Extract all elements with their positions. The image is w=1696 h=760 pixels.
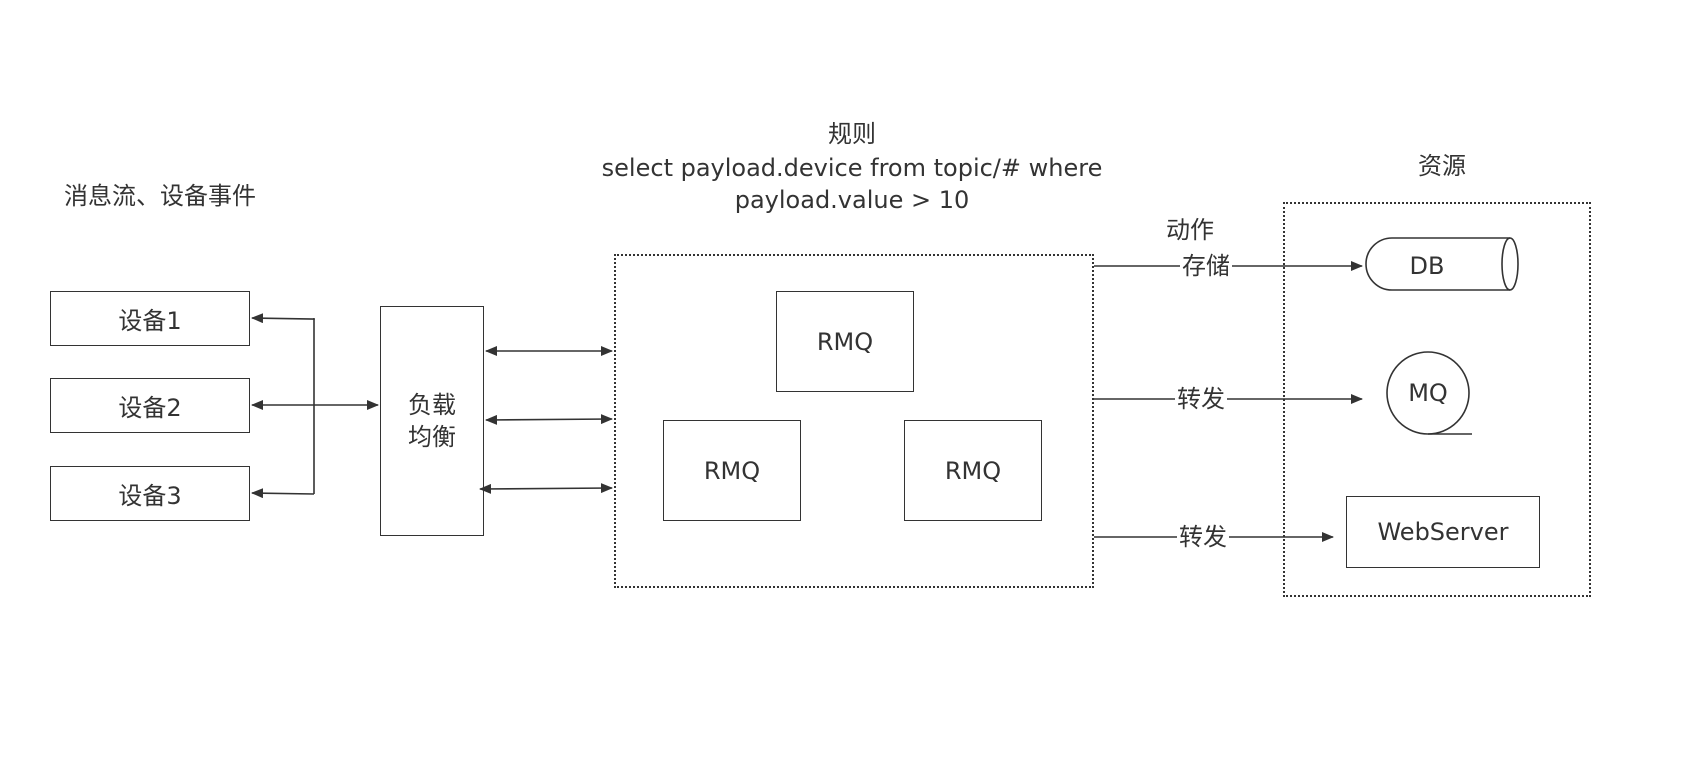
webserver-node[interactable]: WebServer	[1346, 496, 1540, 568]
device-node-2[interactable]: 设备2	[50, 378, 250, 433]
rmq-node-right[interactable]: RMQ	[904, 420, 1042, 521]
rmq-node-label: RMQ	[944, 456, 1002, 485]
load-balancer-label-line-2: 均衡	[408, 423, 456, 451]
db-node[interactable]: DB	[1370, 250, 1484, 282]
device-1-connector	[251, 313, 315, 324]
rule-sql-line-2: payload.value > 10	[734, 186, 970, 214]
rule-title: 规则	[828, 120, 876, 148]
rmq-node-label: RMQ	[816, 327, 874, 356]
load-balancer-node[interactable]: 负载 均衡	[380, 306, 484, 536]
device-node-label: 设备3	[118, 482, 182, 510]
rule-engine-cluster	[614, 254, 1094, 588]
store-edge-label: 存储	[1180, 252, 1232, 280]
db-cylinder-shape	[1365, 237, 1519, 291]
webserver-node-label: WebServer	[1377, 518, 1509, 546]
rmq-node-left[interactable]: RMQ	[663, 420, 801, 521]
mq-queue-shape	[1386, 351, 1472, 435]
load-balancer-label-line-1: 负载	[408, 391, 456, 419]
forward-web-edge-label: 转发	[1177, 523, 1229, 551]
device-node-3[interactable]: 设备3	[50, 466, 250, 521]
device-node-1[interactable]: 设备1	[50, 291, 250, 346]
device-node-label: 设备1	[118, 307, 182, 335]
forward-mq-edge-label: 转发	[1175, 385, 1227, 413]
mq-node[interactable]: MQ	[1387, 377, 1469, 409]
resources-label: 资源	[1418, 152, 1466, 180]
rmq-node-top[interactable]: RMQ	[776, 291, 914, 392]
rmq-node-label: RMQ	[703, 456, 761, 485]
device-node-label: 设备2	[118, 394, 182, 422]
db-node-label: DB	[1409, 252, 1445, 280]
lb-cluster-link-3	[479, 483, 613, 494]
mq-node-label: MQ	[1408, 379, 1448, 407]
message-stream-label: 消息流、设备事件	[64, 182, 256, 210]
action-label: 动作	[1166, 216, 1214, 244]
device-3-connector	[251, 488, 315, 499]
rule-sql-line-1: select payload.device from topic/# where	[601, 154, 1103, 182]
lb-cluster-link-2	[485, 414, 613, 425]
